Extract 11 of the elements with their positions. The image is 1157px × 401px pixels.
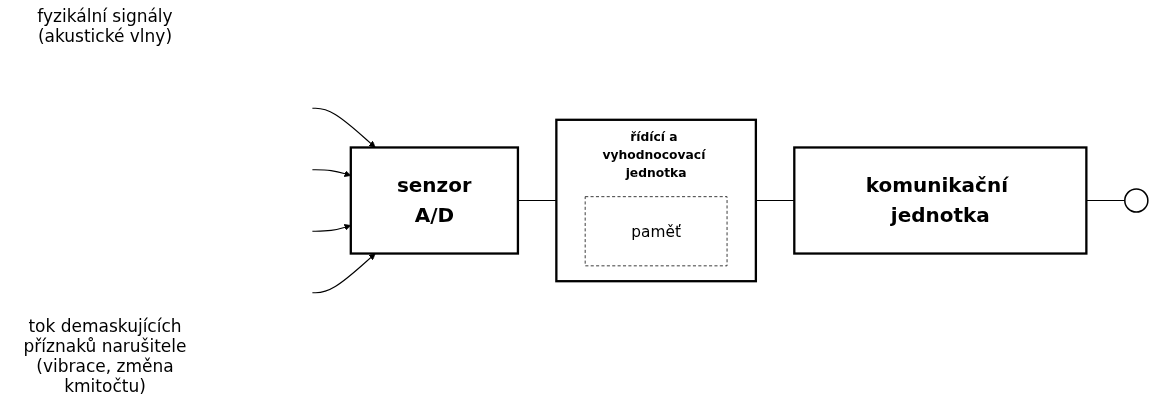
node-box: komunikační jednotka — [792, 146, 1087, 255]
arrow — [311, 224, 351, 232]
connector — [1085, 199, 1125, 202]
node-box: senzor A/D — [349, 146, 519, 255]
signal-note: fyzikální signály (akustické vlny) — [36, 5, 174, 46]
arrow — [311, 169, 351, 177]
signal-note: tok demaskujících příznaků narušitele (vibrace, změna kmitočtu) — [22, 315, 188, 396]
node-circle — [1123, 188, 1149, 213]
node-box: paměť — [584, 196, 727, 267]
arrow — [311, 107, 376, 148]
arrow — [311, 253, 376, 294]
